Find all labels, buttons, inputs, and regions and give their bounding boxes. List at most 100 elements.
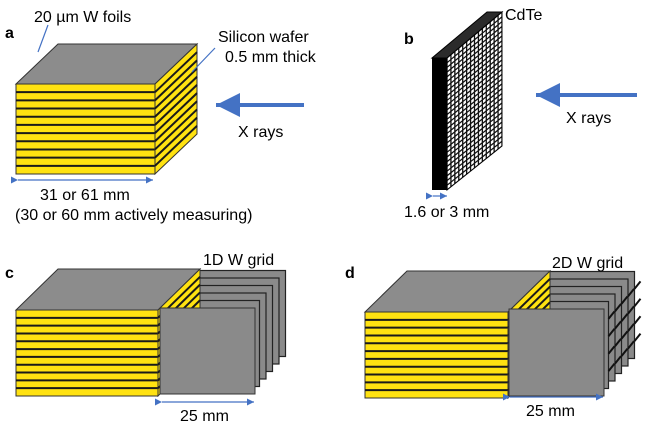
panel-a: a 20 µm W foils Silicon wafer 0.5 mm thi… (5, 9, 317, 224)
grid-cross-slat (633, 280, 642, 290)
cdte-pixel (471, 107, 474, 113)
cdte-pixel (486, 132, 490, 139)
cdte-pixel (475, 128, 478, 134)
cdte-pixel (486, 142, 490, 148)
cdte-pixel (459, 140, 463, 147)
cdte-pixel (479, 34, 482, 40)
cdte-pixel (467, 58, 470, 64)
cdte-pixel (463, 42, 466, 49)
cdte-pixel (498, 42, 502, 48)
cdte-pixel (479, 29, 482, 36)
cdte-pixel (447, 169, 451, 175)
cdte-pixel (451, 114, 455, 120)
cdte-pixel (475, 90, 478, 96)
cdte-pixel (498, 94, 502, 100)
cdte-pixel (483, 93, 486, 99)
cdte-pixel (451, 118, 455, 125)
cdte-pixel (459, 46, 463, 52)
cdte-pixel (471, 140, 474, 147)
w-foil-line (154, 51, 198, 93)
cdte-pixel (490, 43, 494, 50)
cdte-pixel (498, 61, 502, 67)
cdte-pixel (467, 115, 470, 121)
cdte-pixel (475, 99, 478, 105)
cdte-pixel (455, 139, 459, 145)
grid-cross-slat (607, 328, 616, 337)
cdte-pixel (471, 55, 474, 61)
cdte-pixel (486, 51, 490, 58)
cdte-pixel-grid-face (446, 10, 503, 192)
cdte-pixel (451, 95, 455, 101)
cdte-pixel (486, 56, 490, 62)
cdte-pixel (467, 63, 470, 69)
cdte-pixel (451, 137, 455, 144)
cdte-pixel (498, 51, 502, 57)
cdte-pixel (467, 96, 470, 102)
cdte-pixel (483, 126, 486, 132)
w-foil-line (154, 125, 198, 167)
grid-cross-slat (620, 347, 629, 357)
cdte-pixel (486, 104, 490, 110)
cdte-pixel (483, 26, 486, 32)
cdte-pixel (483, 121, 486, 128)
cdte-pixel (467, 101, 470, 107)
grid-cross-slat (627, 288, 635, 298)
cdte-pixel (486, 151, 490, 158)
cdte-pixel (490, 24, 494, 31)
cdte-pixel (479, 53, 482, 59)
cdte-pixel (459, 150, 463, 156)
cdte-pixel (479, 39, 482, 45)
cdte-pixel (447, 174, 451, 180)
cdte-pixel (498, 132, 502, 139)
cdte-pixel (455, 120, 459, 126)
cdte-pixel (483, 31, 486, 37)
cdte-pixel (486, 147, 490, 153)
cdte-pixel (455, 110, 459, 117)
cdte-pixel (475, 61, 478, 67)
w-foil-line (154, 116, 198, 159)
cdte-pixel (451, 100, 455, 106)
stack-d-front-face (364, 311, 509, 399)
cdte-pixel (451, 90, 455, 96)
cdte-pixel (490, 124, 494, 131)
wafer-label-line1: Silicon wafer (218, 29, 309, 46)
wafer-stack-front-fill (364, 311, 509, 399)
cdte-pixel (486, 70, 490, 77)
grid-cross-slat (620, 330, 629, 340)
cdte-pixel (483, 117, 486, 123)
cdte-pixel (471, 121, 474, 128)
cdte-pixel (494, 102, 498, 108)
cdte-pixel (451, 71, 455, 77)
cdte-pixel (455, 73, 459, 79)
cdte-pixel (463, 118, 466, 125)
cdte-pixel (479, 129, 482, 135)
w-foil-line (154, 67, 198, 110)
cdte-pixel (447, 150, 451, 156)
cdte-pixel (471, 102, 474, 109)
cdte-pixel (447, 122, 451, 128)
cdte-pixel (494, 78, 498, 85)
cdte-pixel (459, 121, 463, 128)
cdte-pixel (451, 109, 455, 115)
cdte-pixel (463, 128, 466, 134)
cdte-pixel (486, 109, 490, 115)
cdte-pixel (479, 101, 482, 107)
cdte-pixel (451, 170, 455, 177)
cdte-pixel (455, 125, 459, 131)
cdte-pixel (483, 50, 486, 56)
cdte-pixel (483, 131, 486, 137)
cdte-pixel (494, 45, 498, 51)
cdte-pixel (479, 44, 482, 50)
cdte-pixel (490, 72, 494, 78)
silicon-stack-a (14, 42, 199, 176)
cdte-pixel (483, 69, 486, 75)
cdte-pixel (498, 109, 502, 115)
cdte-pixel (479, 153, 482, 159)
cdte-pixel (459, 126, 463, 132)
cdte-pixel (463, 142, 466, 148)
cdte-pixel (451, 128, 455, 134)
grid-cross-slat (614, 338, 622, 347)
wafer-stack-side-fill (154, 42, 198, 176)
cdte-pixel (471, 60, 474, 66)
